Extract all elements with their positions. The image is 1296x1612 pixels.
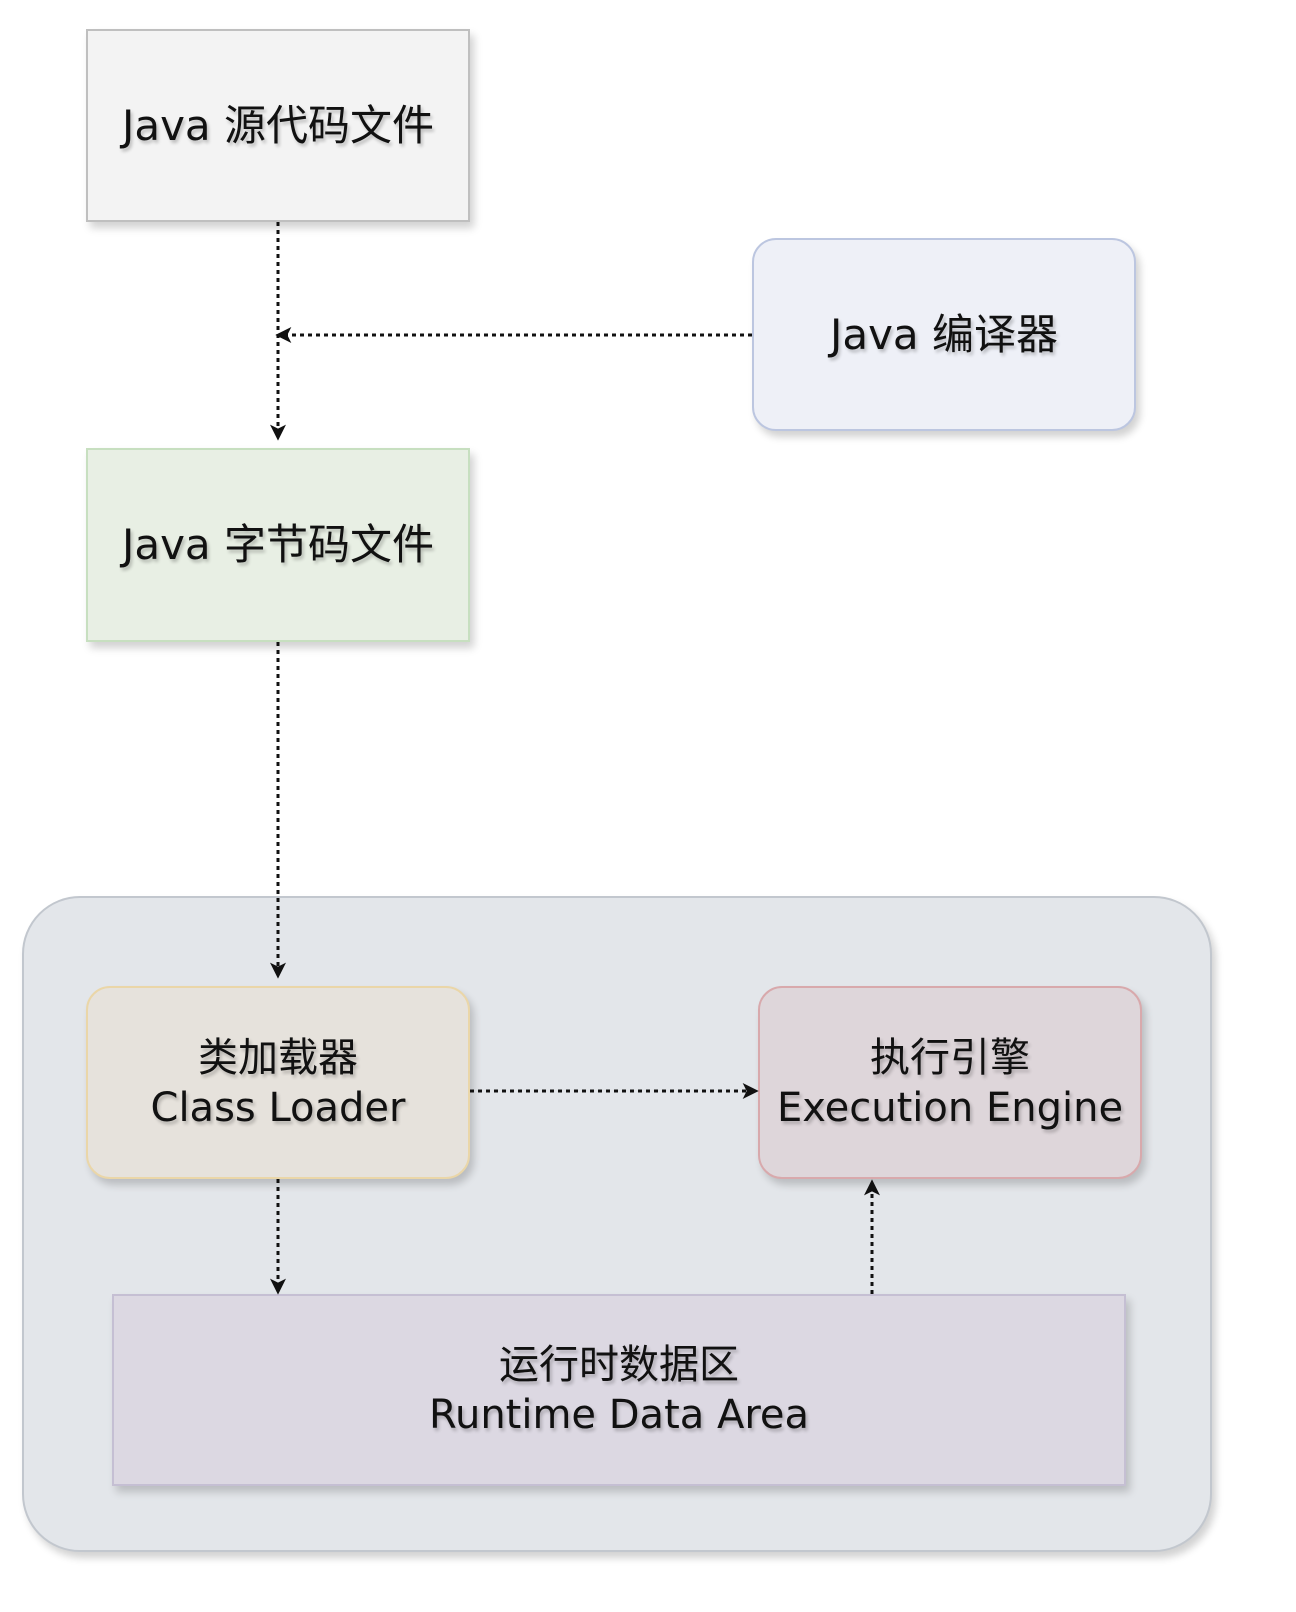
java-bytecode-file-node: Java 字节码文件	[86, 448, 470, 642]
execution-engine-node: 执行引擎 Execution Engine	[758, 986, 1142, 1179]
java-source-file-label: Java 源代码文件	[121, 100, 435, 150]
execution-engine-label-en: Execution Engine	[776, 1084, 1124, 1131]
runtime-data-area-label-zh: 运行时数据区	[499, 1342, 739, 1388]
runtime-data-area-node: 运行时数据区 Runtime Data Area	[112, 1294, 1126, 1486]
java-compiler-label: Java 编译器	[829, 309, 1059, 359]
execution-engine-label-zh: 执行引擎	[870, 1034, 1030, 1081]
class-loader-label-zh: 类加载器	[198, 1034, 358, 1081]
java-bytecode-file-label: Java 字节码文件	[121, 520, 435, 569]
java-compiler-node: Java 编译器	[752, 238, 1136, 431]
java-source-file-node: Java 源代码文件	[86, 29, 470, 222]
class-loader-node: 类加载器 Class Loader	[86, 986, 470, 1179]
runtime-data-area-label-en: Runtime Data Area	[428, 1392, 810, 1438]
class-loader-label-en: Class Loader	[150, 1084, 406, 1131]
